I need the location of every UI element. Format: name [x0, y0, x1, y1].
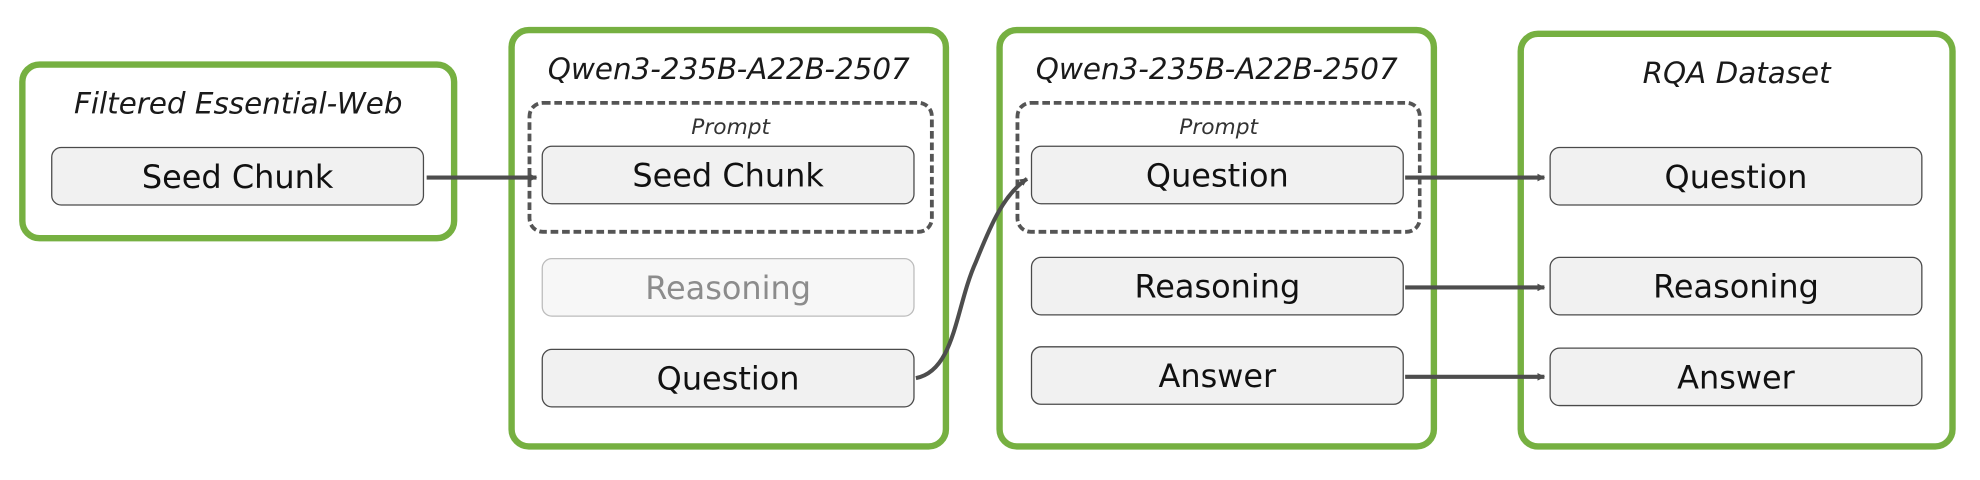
question-gen-prompt-box: Prompt: [527, 100, 934, 234]
question-gen-panel: Qwen3-235B-A22B-2507 Prompt Seed Chunk R…: [508, 26, 950, 450]
answer-gen-panel-title: Qwen3-235B-A22B-2507: [1035, 53, 1398, 87]
source-panel-title: Filtered Essential-Web: [73, 88, 403, 122]
answer-gen-reasoning-node: Reasoning: [1030, 256, 1404, 316]
dataset-question-node: Question: [1549, 146, 1923, 206]
dataset-reasoning-node: Reasoning: [1549, 256, 1923, 316]
answer-gen-prompt-box: Prompt: [1015, 100, 1422, 234]
source-seed-chunk-node: Seed Chunk: [51, 146, 425, 206]
question-gen-reasoning-node: Reasoning: [541, 258, 915, 317]
question-gen-seed-chunk-node: Seed Chunk: [541, 145, 915, 205]
answer-gen-answer-node: Answer: [1030, 346, 1404, 405]
answer-gen-prompt-label: Prompt: [1179, 114, 1259, 141]
dataset-panel: RQA Dataset Question Reasoning Answer: [1517, 30, 1956, 450]
dataset-panel-title: RQA Dataset: [1642, 57, 1831, 91]
answer-gen-question-node: Question: [1030, 145, 1404, 205]
source-panel: Filtered Essential-Web Seed Chunk: [19, 61, 458, 242]
question-gen-question-node: Question: [541, 348, 915, 408]
dataset-answer-node: Answer: [1549, 347, 1923, 407]
question-gen-prompt-label: Prompt: [691, 114, 771, 141]
question-gen-panel-title: Qwen3-235B-A22B-2507: [547, 53, 910, 87]
answer-gen-panel: Qwen3-235B-A22B-2507 Prompt Question Rea…: [996, 26, 1438, 450]
